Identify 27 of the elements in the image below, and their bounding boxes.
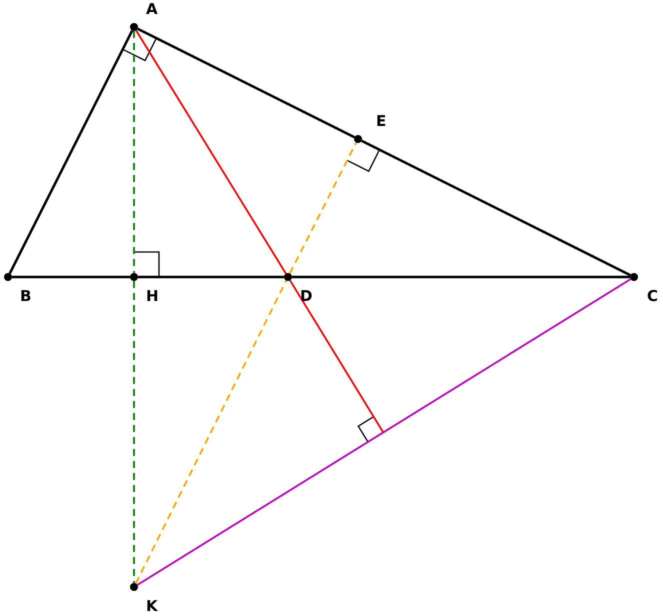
point-dot xyxy=(4,273,12,281)
point-dot xyxy=(284,273,292,281)
point-label: D xyxy=(300,288,312,305)
point-dot xyxy=(630,273,638,281)
line-segment xyxy=(12,276,130,278)
point-label: C xyxy=(647,288,658,305)
line-segment xyxy=(361,140,631,276)
line-segment xyxy=(289,280,384,432)
line-segment xyxy=(292,276,630,278)
line-segment xyxy=(136,278,632,586)
line-segment xyxy=(135,30,287,274)
line-segment xyxy=(138,276,284,278)
dashed-line xyxy=(134,280,288,584)
line-segment xyxy=(8,30,134,274)
point-dot xyxy=(354,135,362,143)
point-label: H xyxy=(146,288,159,305)
dashed-line xyxy=(133,31,135,273)
point-label: K xyxy=(146,598,158,615)
dashed-line xyxy=(289,142,357,274)
point-label: B xyxy=(20,288,32,305)
dashed-line xyxy=(133,281,135,583)
point-label: A xyxy=(146,1,158,18)
line-segment xyxy=(137,28,355,138)
point-dot xyxy=(130,583,138,591)
point-dot xyxy=(130,273,138,281)
point-dot xyxy=(130,23,138,31)
point-label: E xyxy=(376,113,386,130)
